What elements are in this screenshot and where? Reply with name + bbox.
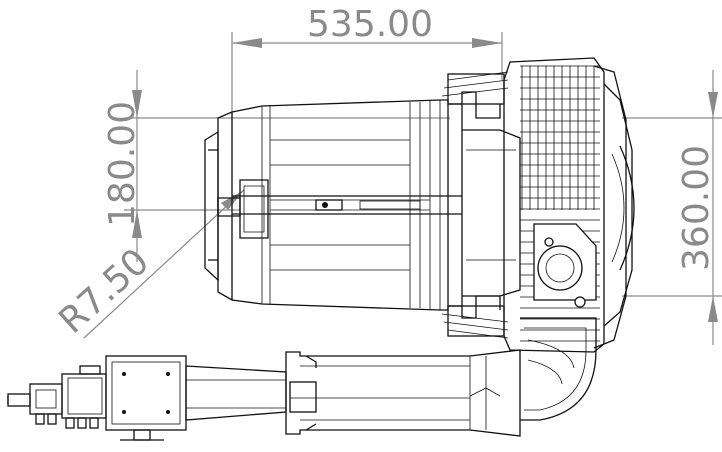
silencer-box <box>7 355 287 441</box>
fan-fins-left <box>441 71 509 339</box>
half-height-dimension-label: 180.00 <box>102 101 143 227</box>
motor-housing <box>204 91 521 319</box>
full-height-dimension-label: 360.00 <box>676 145 717 271</box>
outlet-pipe <box>285 317 597 437</box>
radius-dimension-label: R7.50 <box>52 241 158 342</box>
dimension-width: 535.00 <box>231 4 503 120</box>
width-dimension-label: 535.00 <box>307 4 433 45</box>
dimension-half-height: 180.00 <box>102 70 450 262</box>
fan-fins <box>520 65 600 342</box>
fan-housing <box>441 57 635 353</box>
dimension-full-height: 360.00 <box>622 70 722 345</box>
dimension-radius: R7.50 <box>52 189 245 342</box>
